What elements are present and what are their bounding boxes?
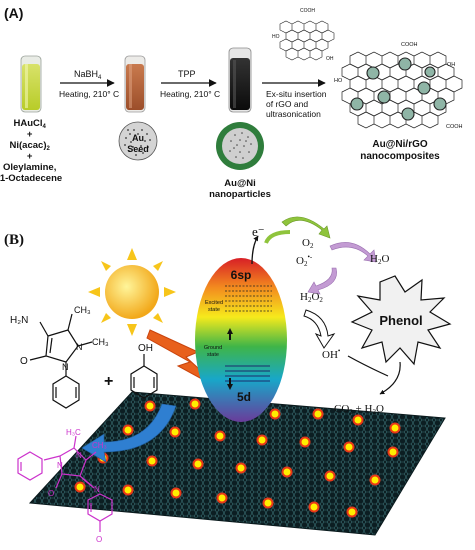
oh-radical-label: OH• xyxy=(322,347,341,361)
excited-label-1: Excited xyxy=(205,300,223,306)
dye-h3c: H₃C xyxy=(66,428,81,437)
phenol-label: Phenol xyxy=(379,313,422,328)
vial-au-ni xyxy=(228,47,252,113)
products-label: CO2 + H2O xyxy=(334,403,384,416)
step2-reagent: TPP xyxy=(178,69,196,79)
precursor-list: HAuCl4 + Ni(acac)2 + Oleylamine, 1-Octad… xyxy=(0,118,62,184)
ground-label-1: Ground xyxy=(204,345,222,351)
relax-arrow-icon xyxy=(227,378,233,390)
o2-radical-label: O2•- xyxy=(296,253,313,268)
au-ni-micrograph xyxy=(216,122,264,170)
sheet-nanoparticles xyxy=(74,398,401,518)
small-sheet-oh: OH xyxy=(326,56,334,62)
composite-oh: OH xyxy=(447,62,455,68)
degradation-arrow xyxy=(379,361,401,395)
o2-reduction-arrow xyxy=(281,216,331,239)
o2-arc-arrow xyxy=(264,230,291,244)
to-h2o2-arrow xyxy=(307,267,337,295)
aminoantipyrine-structure xyxy=(29,313,93,409)
small-sheet-cooh: COOH xyxy=(300,8,315,14)
phenol-oh: OH xyxy=(138,343,153,354)
ground-label-2: state xyxy=(207,352,219,358)
composite-ho: HO xyxy=(334,78,343,84)
step1-reagent: NaBH4 xyxy=(74,69,102,81)
mol-h2n: H₂N xyxy=(10,315,28,326)
step3-condition: Ex-situ insertion of rGO and ultrasonica… xyxy=(266,89,329,119)
vial-au-seed xyxy=(124,55,146,113)
h2o-label: H2O xyxy=(370,253,389,266)
step1-condition: Heating, 210° C xyxy=(59,89,119,99)
dye-n-azo: N xyxy=(94,485,100,494)
product-line-2: nanocomposites xyxy=(360,151,440,162)
step2-condition: Heating, 210° C xyxy=(160,89,220,99)
graphene-sheet xyxy=(28,391,446,536)
seed-label-seed: Seed xyxy=(127,144,149,154)
sun-icon xyxy=(88,248,176,336)
level-5d: 5d xyxy=(237,390,251,404)
np-label-1: Au@Ni xyxy=(224,178,255,189)
to-oh-arrow xyxy=(303,309,336,349)
level-6sp: 6sp xyxy=(231,268,252,282)
mol-n1: N xyxy=(76,342,83,352)
vial-gold-precursor xyxy=(20,55,42,113)
au-seed-micrograph xyxy=(118,121,158,161)
ground-levels xyxy=(225,365,270,382)
dye-product-structure xyxy=(17,435,113,532)
oh-attack-line xyxy=(347,355,389,377)
dye-ch3: CH₃ xyxy=(92,441,107,450)
mol-o: O xyxy=(20,356,28,367)
small-sheet-ho: HO xyxy=(272,34,280,40)
dye-o-ring: O xyxy=(48,489,54,498)
composite-cooh-bottom: COOH xyxy=(446,124,463,130)
seed-label-au: Au xyxy=(132,133,144,143)
panel-b-label: (B) xyxy=(4,232,24,248)
to-h2o-arrow xyxy=(329,242,377,263)
product-line-1: Au@Ni/rGO xyxy=(372,139,428,150)
dye-o-quinone: O xyxy=(96,535,102,544)
o2-label: O2 xyxy=(302,237,314,250)
mol-ch3-top: CH₃ xyxy=(74,305,91,315)
dye-n1: N xyxy=(57,461,63,470)
excited-label-2: state xyxy=(208,307,220,313)
panel-a-label: (A) xyxy=(4,5,23,21)
phenol-structure xyxy=(130,354,158,399)
mol-n2: N xyxy=(62,362,69,372)
rgo-composite-sheet xyxy=(341,51,463,129)
h2o2-label: H2O2 xyxy=(300,291,323,304)
composite-cooh-top: COOH xyxy=(401,42,418,48)
coupling-arrow xyxy=(81,403,177,463)
np-label-2: nanoparticles xyxy=(209,189,271,200)
electron-arrow xyxy=(251,235,259,265)
electron-label: e⁻ xyxy=(252,224,265,239)
plus-sign: + xyxy=(104,373,113,390)
excite-arrow-icon xyxy=(227,328,233,340)
composite-nanoparticles xyxy=(350,57,447,121)
dye-n2: N xyxy=(76,451,82,460)
mol-ch3-side: CH₃ xyxy=(92,337,109,347)
excited-levels xyxy=(225,285,272,312)
phenol-burst xyxy=(350,275,452,366)
rgo-sheet-small xyxy=(279,20,335,61)
